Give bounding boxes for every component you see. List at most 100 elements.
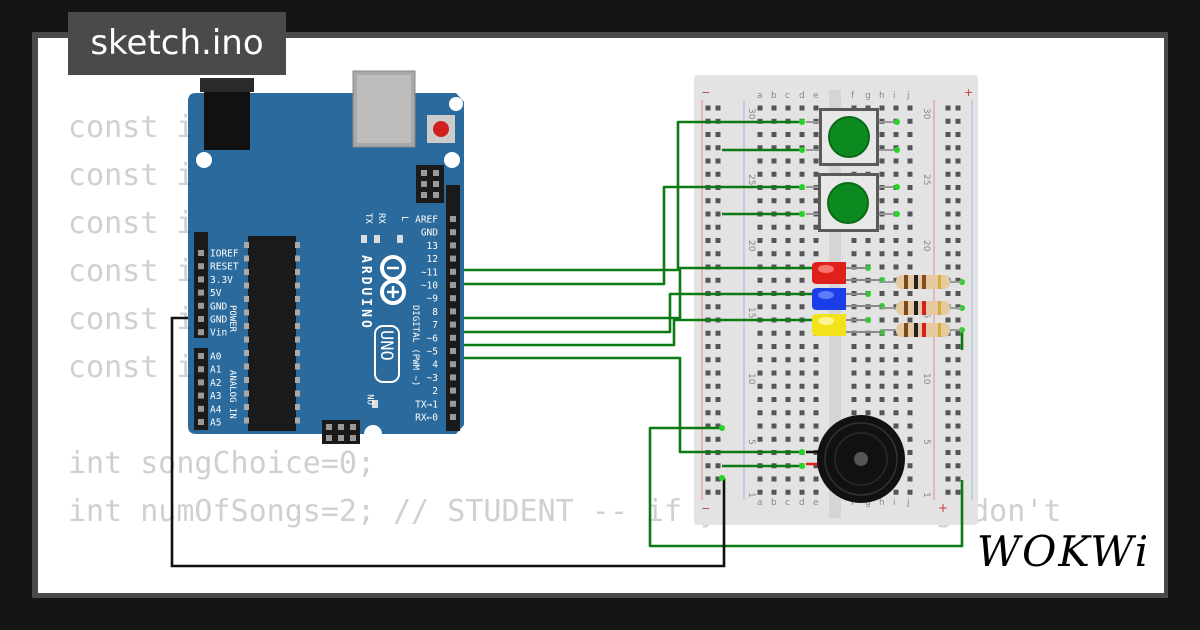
push-button-2[interactable] bbox=[806, 173, 894, 232]
header-pin[interactable] bbox=[450, 374, 456, 381]
rail-minus-label-top: − bbox=[701, 86, 710, 99]
breadboard-hole bbox=[907, 251, 913, 257]
column-letter: a bbox=[757, 498, 763, 508]
column-letter: d bbox=[799, 498, 805, 508]
chip-pin bbox=[244, 269, 249, 275]
power-pin-label: GND bbox=[210, 301, 227, 312]
breadboard-hole bbox=[705, 105, 711, 111]
row-number: 15 bbox=[746, 307, 756, 318]
header-pin[interactable] bbox=[198, 276, 204, 283]
breadboard-hole bbox=[907, 291, 913, 296]
breadboard-hole bbox=[705, 277, 711, 283]
breadboard-hole bbox=[785, 158, 791, 164]
header-pin[interactable] bbox=[450, 400, 456, 407]
resistor-1[interactable] bbox=[882, 275, 962, 289]
breadboard-hole bbox=[799, 370, 805, 376]
column-letter: d bbox=[799, 91, 805, 101]
mount-hole bbox=[364, 425, 382, 443]
header-pin[interactable] bbox=[450, 334, 456, 341]
header-pin[interactable] bbox=[198, 329, 204, 336]
push-button-1[interactable] bbox=[806, 108, 894, 166]
breadboard-hole bbox=[945, 198, 951, 204]
breadboard-hole bbox=[893, 171, 899, 177]
breadboard-hole bbox=[893, 344, 899, 349]
header-pin[interactable] bbox=[198, 250, 204, 256]
breadboard-hole bbox=[865, 383, 871, 389]
header-pin[interactable] bbox=[198, 405, 204, 412]
header-pin[interactable] bbox=[198, 366, 204, 373]
breadboard-hole bbox=[757, 330, 763, 336]
breadboard-hole bbox=[955, 317, 961, 323]
header-pin[interactable] bbox=[198, 302, 204, 309]
breadboard-hole bbox=[785, 344, 791, 349]
header-pin[interactable] bbox=[198, 392, 204, 399]
header-pin[interactable] bbox=[450, 414, 456, 420]
breadboard-hole bbox=[757, 158, 763, 164]
breadboard-hole bbox=[715, 198, 721, 204]
breadboard-hole bbox=[757, 238, 763, 243]
header-pin[interactable] bbox=[450, 295, 456, 302]
header-pin[interactable] bbox=[450, 216, 456, 222]
reset-button-cap[interactable] bbox=[433, 121, 449, 137]
header-pin[interactable] bbox=[450, 268, 456, 275]
breadboard-hole bbox=[813, 410, 819, 416]
breadboard-hole bbox=[879, 397, 885, 402]
breadboard-hole bbox=[945, 463, 951, 469]
breadboard-hole bbox=[715, 344, 721, 349]
resistor-3[interactable] bbox=[882, 323, 962, 337]
led-blue[interactable] bbox=[812, 288, 882, 310]
resistor-2[interactable] bbox=[882, 301, 962, 315]
breadboard-hole bbox=[705, 145, 711, 151]
breadboard-hole bbox=[715, 397, 721, 402]
header-pin[interactable] bbox=[450, 308, 456, 315]
breadboard-hole bbox=[955, 277, 961, 283]
header-pin[interactable] bbox=[198, 419, 204, 425]
wire-pin6-led-yellow bbox=[450, 318, 812, 347]
wire-gnd-rail-link bbox=[648, 426, 964, 548]
buzzer[interactable] bbox=[817, 415, 905, 503]
breadboard-hole bbox=[955, 450, 961, 455]
file-name-tab[interactable]: sketch.ino bbox=[68, 12, 286, 75]
row-number: 10 bbox=[921, 373, 931, 385]
breadboard-hole bbox=[715, 251, 721, 257]
arduino-uno-board[interactable]: ARDUINO UNO DIGITAL (PWM ~) POWER ANALOG… bbox=[188, 70, 464, 444]
header-pin[interactable] bbox=[198, 289, 204, 296]
header-pin[interactable] bbox=[450, 321, 456, 328]
breadboard-hole bbox=[851, 251, 857, 257]
row-number: 5 bbox=[921, 439, 931, 445]
wire-pin11-button1 bbox=[450, 120, 802, 272]
breadboard-hole bbox=[715, 357, 721, 363]
header-pin[interactable] bbox=[450, 229, 456, 236]
power-pin-label: GND bbox=[210, 315, 227, 326]
breadboard-hole bbox=[705, 370, 711, 376]
breadboard-hole bbox=[865, 357, 871, 363]
breadboard-hole bbox=[715, 370, 721, 376]
header-pin[interactable] bbox=[450, 242, 456, 249]
digital-pin-label: 13 bbox=[427, 241, 438, 252]
header-pin[interactable] bbox=[198, 353, 204, 359]
header-pin[interactable] bbox=[450, 387, 456, 394]
breadboard-hole bbox=[955, 489, 961, 495]
wire-pin10-button2 bbox=[450, 185, 802, 286]
power-header bbox=[194, 232, 208, 338]
header-pin[interactable] bbox=[450, 348, 456, 354]
breadboard-hole bbox=[715, 383, 721, 389]
led-yellow[interactable] bbox=[812, 314, 882, 336]
breadboard-hole bbox=[907, 463, 913, 469]
led-red[interactable] bbox=[812, 262, 882, 284]
breadboard-hole bbox=[715, 423, 721, 429]
row-number: 25 bbox=[921, 174, 931, 185]
analog-pin-label: A4 bbox=[210, 404, 222, 415]
breadboard-hole bbox=[757, 423, 763, 429]
breadboard-hole bbox=[893, 383, 899, 389]
breadboard-hole bbox=[907, 118, 913, 124]
breadboard-hole bbox=[757, 132, 763, 137]
header-pin[interactable] bbox=[198, 379, 204, 386]
header-pin[interactable] bbox=[450, 282, 456, 288]
header-pin[interactable] bbox=[198, 316, 204, 322]
breadboard-hole bbox=[945, 158, 951, 164]
on-label: ON bbox=[367, 394, 377, 405]
header-pin[interactable] bbox=[450, 361, 456, 368]
header-pin[interactable] bbox=[450, 255, 456, 262]
header-pin[interactable] bbox=[198, 263, 204, 270]
